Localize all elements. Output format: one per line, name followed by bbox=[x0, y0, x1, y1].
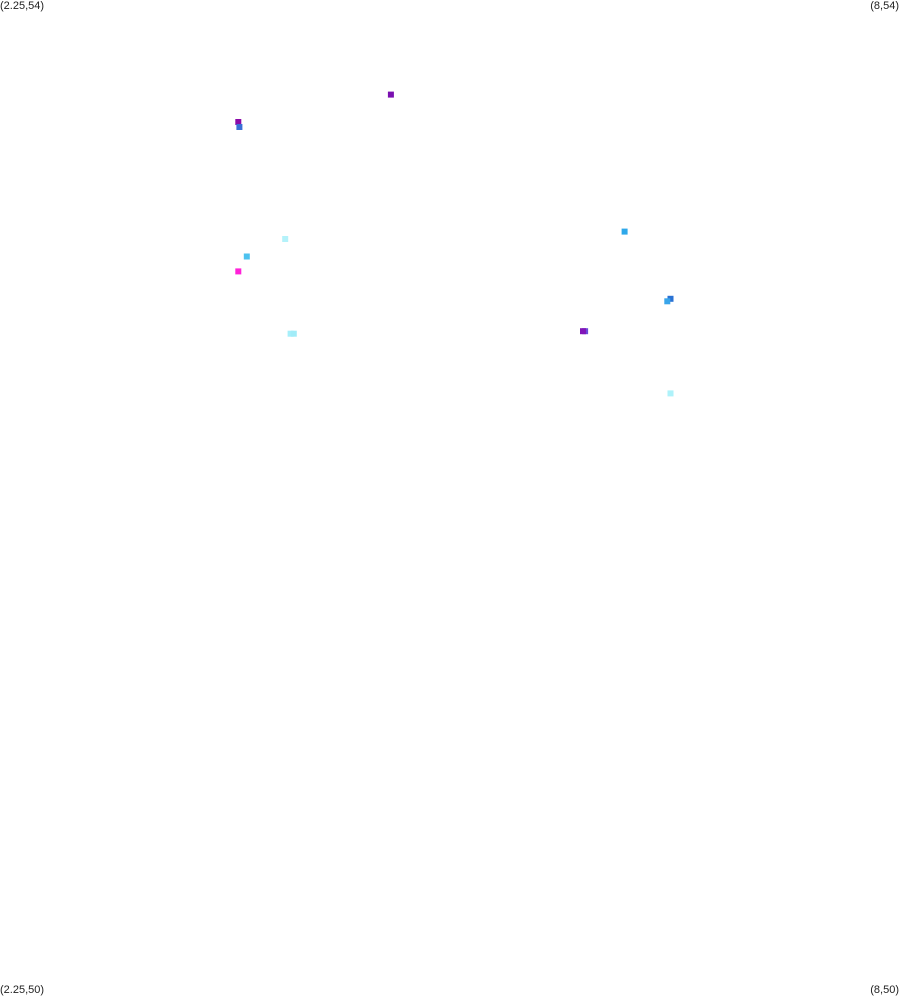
scatter-point bbox=[235, 268, 242, 275]
corner-label-top-right: (8,54) bbox=[870, 0, 899, 12]
scatter-point bbox=[667, 390, 674, 397]
scatter-point bbox=[290, 330, 297, 337]
scatter-point bbox=[282, 236, 289, 242]
corner-label-bottom-right: (8,50) bbox=[870, 984, 899, 996]
corner-label-bottom-left: (2.25,50) bbox=[0, 984, 45, 996]
scatter-point bbox=[287, 330, 294, 337]
scatter-point bbox=[387, 91, 394, 98]
scatter-point bbox=[664, 298, 671, 305]
scatter-point bbox=[580, 328, 586, 335]
scatter-point bbox=[621, 228, 628, 235]
corner-label-top-left: (2.25,54) bbox=[0, 0, 45, 12]
scatter-point bbox=[236, 124, 243, 130]
scatter-point bbox=[243, 253, 250, 260]
scatter-point bbox=[667, 295, 674, 302]
scatter-point bbox=[235, 119, 242, 125]
